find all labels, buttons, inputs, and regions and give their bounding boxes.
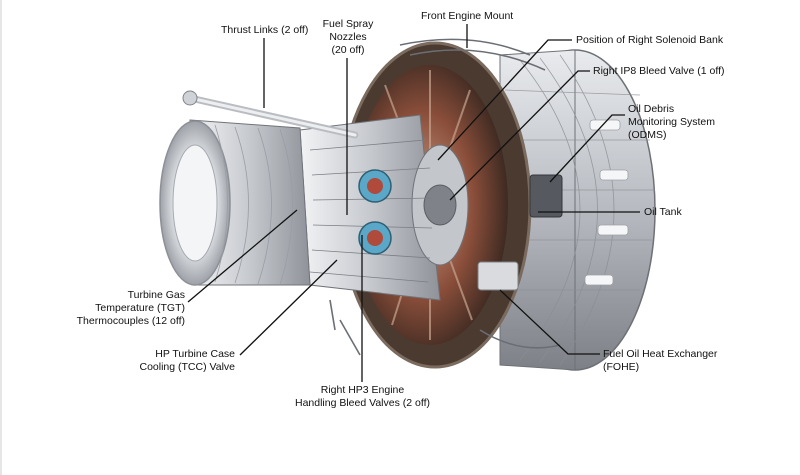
label-tgt-thermocouples: Turbine Gas Temperature (TGT) Thermocoup… [60, 289, 185, 328]
label-line: Fuel Oil Heat Exchanger [603, 348, 718, 360]
label-fuel-spray-nozzles: Fuel Spray Nozzles (20 off) [313, 18, 383, 57]
label-line: HP Turbine Case [155, 348, 235, 360]
label-line: Handling Bleed Valves (2 off) [294, 397, 431, 409]
label-line: Nozzles [329, 31, 367, 43]
label-line: Oil Tank [644, 206, 682, 218]
combustor-ports [358, 169, 392, 255]
label-line: (ODMS) [628, 129, 667, 141]
leader-right-solenoid-bank [437, 39, 572, 161]
label-line: Thrust Links (2 off) [221, 24, 309, 36]
label-front-engine-mount: Front Engine Mount [421, 10, 513, 23]
exhaust-nozzle [159, 119, 311, 286]
label-line: Monitoring System [628, 116, 715, 128]
fohe-body [477, 261, 519, 291]
label-hp3-bleed-valves: Right HP3 Engine Handling Bleed Valves (… [280, 384, 445, 410]
label-oil-tank: Oil Tank [644, 206, 682, 219]
label-thrust-links: Thrust Links (2 off) [221, 24, 308, 37]
left-edge-divider [0, 0, 2, 475]
label-line: (FOHE) [603, 361, 640, 373]
label-tcc-valve: HP Turbine Case Cooling (TCC) Valve [120, 348, 236, 374]
label-line: Position of Right Solenoid Bank [576, 34, 724, 46]
leader-tgt-thermocouples [187, 209, 298, 303]
label-right-solenoid-bank: Position of Right Solenoid Bank [576, 34, 723, 47]
label-line: Turbine Gas [127, 289, 185, 301]
label-line: Front Engine Mount [421, 10, 514, 22]
leader-tcc-valve [239, 259, 338, 356]
label-line: Temperature (TGT) [95, 302, 185, 314]
label-line: Oil Debris [628, 103, 675, 115]
leader-lines [187, 24, 640, 382]
label-line: (20 off) [331, 44, 365, 56]
label-line: Thermocouples (12 off) [76, 315, 185, 327]
oil-tank-body [529, 174, 563, 218]
leader-fohe [499, 289, 600, 355]
thrust-link-rods [182, 90, 359, 139]
label-line: Right HP3 Engine [320, 384, 405, 396]
label-line: Right IP8 Bleed Valve (1 off) [593, 65, 725, 77]
core-engine [299, 114, 469, 301]
label-fohe: Fuel Oil Heat Exchanger (FOHE) [603, 348, 717, 374]
label-line: Fuel Spray [322, 18, 374, 30]
label-line: Cooling (TCC) Valve [139, 361, 236, 373]
leader-odms [549, 114, 625, 183]
leader-right-ip8-bleed-valve [449, 70, 590, 201]
label-right-ip8-bleed-valve: Right IP8 Bleed Valve (1 off) [593, 65, 725, 78]
label-odms: Oil Debris Monitoring System (ODMS) [628, 103, 715, 142]
